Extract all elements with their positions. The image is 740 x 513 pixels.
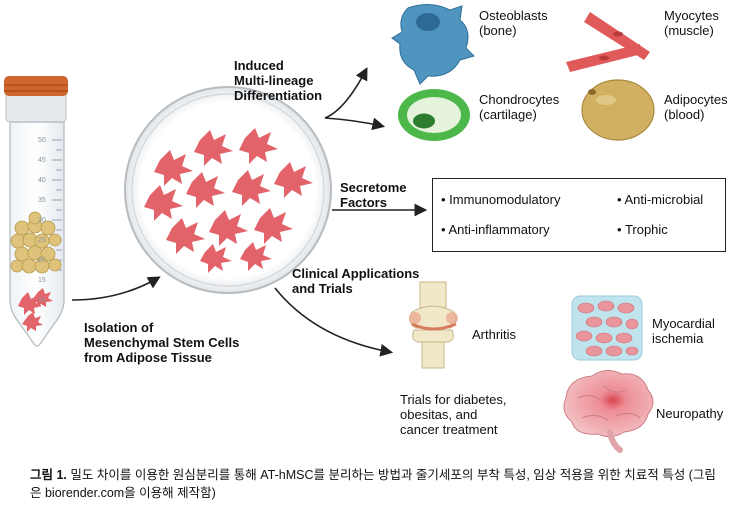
heading-clinical: Clinical Applications and Trials	[292, 266, 420, 296]
myocardial-tissue-icon	[571, 295, 643, 361]
label-arthritis: Arthritis	[472, 327, 517, 342]
petri-dish-icon	[124, 86, 332, 294]
illustration	[4, 4, 655, 453]
heading-isolation: Isolation of Mesenchymal Stem Cells from…	[84, 320, 240, 365]
tube-scale-label: 45	[38, 157, 46, 164]
tube-scale-label: 20	[38, 257, 46, 264]
msc-cells	[144, 128, 313, 273]
factor-item: • Immunomodulatory	[441, 192, 561, 207]
knee-joint-icon	[409, 281, 458, 369]
tube-scale-label: 15	[38, 277, 46, 284]
label-myocardial-ischemia: Myocardial ischemia	[652, 316, 715, 346]
caption-text: 밀도 차이를 이용한 원심분리를 통해 AT-hMSC를 분리하는 방법과 줄기…	[30, 468, 716, 500]
flow-arrows	[71, 67, 428, 357]
tube-scale-label: 40	[38, 177, 46, 184]
label-chondrocytes: Chondrocytes (cartilage)	[479, 92, 560, 122]
msc-pellet	[18, 288, 53, 332]
tube-scale-label: 10	[38, 297, 46, 304]
caption-lead: 그림 1.	[30, 468, 67, 482]
figure-caption: 그림 1. 밀도 차이를 이용한 원심분리를 통해 AT-hMSC를 분리하는 …	[30, 466, 720, 502]
label-osteoblasts: Osteoblasts (bone)	[479, 8, 548, 38]
secretome-factor-box: • Immunomodulatory • Anti-microbial • An…	[432, 178, 726, 252]
label-trials: Trials for diabetes, obesitas, and cance…	[400, 392, 507, 437]
label-adipocytes: Adipocytes (blood)	[664, 92, 728, 122]
label-myocytes: Myocytes (muscle)	[664, 8, 719, 38]
centrifuge-tube-icon	[4, 76, 68, 347]
tube-scale-label: 35	[38, 197, 46, 204]
factor-item: • Trophic	[617, 222, 668, 237]
tube-scale-label: 50	[38, 137, 46, 144]
adipocyte-icon	[581, 79, 655, 141]
heading-secretome: Secretome Factors	[340, 180, 407, 210]
chondrocyte-icon	[398, 89, 470, 141]
fat-cells	[10, 211, 62, 274]
tube-scale-label: 30	[38, 217, 46, 224]
tube-scale-label: 25	[38, 237, 46, 244]
brain-icon	[563, 370, 654, 453]
heading-differentiation: Induced Multi-lineage Differentiation	[234, 58, 323, 103]
label-neuropathy: Neuropathy	[656, 406, 724, 421]
factor-item: • Anti-inflammatory	[441, 222, 550, 237]
factor-item: • Anti-microbial	[617, 192, 704, 207]
myocyte-icon	[566, 12, 650, 72]
osteoblast-icon	[391, 4, 475, 85]
